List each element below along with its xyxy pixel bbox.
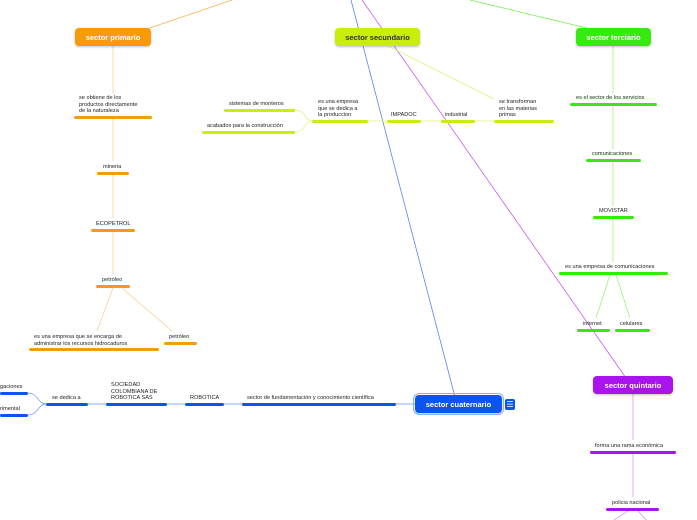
node-label: sector terciario [586, 32, 641, 42]
secundario-definition-underline [312, 120, 368, 123]
node-label: sector cuaternario [425, 399, 492, 409]
cuaternario-dedica[interactable]: se dedica a [52, 395, 81, 401]
primario-definition[interactable]: se obtiene de los productos directamente… [79, 95, 138, 115]
secundario-monteros-underline [224, 109, 295, 112]
quintario-policia-underline [606, 508, 659, 511]
primario-petroleo-2[interactable]: petróleo [169, 334, 190, 340]
primario-mineria-underline [97, 172, 129, 175]
cuaternario-cut-2[interactable]: rimental [0, 406, 20, 412]
menu-icon[interactable]: ☰ [505, 399, 515, 410]
primario-empresa-underline [29, 348, 159, 351]
terciario-movistar-underline [593, 216, 634, 219]
secundario-transforman[interactable]: se transforman en las materias primas [499, 99, 537, 119]
cuaternario-cut-1[interactable]: gaciones [0, 384, 23, 390]
terciario-celulares[interactable]: celulares [620, 321, 643, 327]
primario-empresa[interactable]: es una empresa que se encarga de adminis… [34, 334, 128, 347]
cuaternario-dedica-underline [46, 403, 88, 406]
cuaternario-fundamentacion-underline [242, 403, 396, 406]
terciario-empresa-underline [559, 272, 668, 275]
primario-ecopetrol[interactable]: ECOPETROL [96, 221, 131, 227]
cuaternario-robotica-underline [185, 403, 224, 406]
secundario-impadoc-underline [387, 120, 421, 123]
node-sector-terciario[interactable]: sector terciario [576, 28, 651, 46]
terciario-celulares-underline [615, 329, 650, 332]
primario-petroleo-underline [96, 285, 130, 288]
primario-definition-underline [74, 116, 152, 119]
quintario-rama-underline [590, 451, 676, 454]
terciario-internet-underline [577, 329, 610, 332]
terciario-internet[interactable]: internet [583, 321, 602, 327]
secundario-industrial[interactable]: industrial [445, 112, 468, 118]
terciario-definition-underline [570, 103, 657, 106]
node-sector-cuaternario[interactable]: sector cuaternario [413, 393, 504, 415]
cuaternario-sociedad[interactable]: SOCIEDAD COLOMBIANA DE ROBOTICA SAS [111, 382, 158, 402]
node-label: sector secundario [345, 32, 410, 42]
secundario-impadoc[interactable]: IMPADOC [391, 112, 417, 118]
node-sector-quintario[interactable]: sector quintario [593, 376, 673, 394]
primario-petroleo-2-underline [164, 342, 197, 345]
secundario-definition[interactable]: es una empresa que se dedica a la produc… [318, 99, 359, 119]
secundario-industrial-underline [441, 120, 475, 123]
terciario-empresa[interactable]: es una empresa de comunicaciones [565, 264, 655, 270]
node-sector-secundario[interactable]: sector secundario [335, 28, 420, 46]
node-label: sector primario [85, 32, 141, 42]
secundario-transforman-underline [494, 120, 554, 123]
cuaternario-cut-1-underline [0, 392, 28, 395]
quintario-rama[interactable]: forma una rama económica [595, 443, 664, 449]
terciario-definition[interactable]: es el sector de los servicios [576, 95, 645, 101]
primario-ecopetrol-underline [91, 229, 135, 232]
secundario-acabados[interactable]: acabados para la construcción [207, 123, 283, 129]
cuaternario-robotica[interactable]: ROBOTICA [190, 395, 220, 401]
node-sector-primario[interactable]: sector primario [75, 28, 151, 46]
node-label: sector quintario [604, 380, 662, 390]
primario-mineria[interactable]: mineria [103, 164, 122, 170]
secundario-acabados-underline [202, 131, 295, 134]
secundario-monteros[interactable]: sistemas de monteros [229, 101, 284, 107]
primario-petroleo[interactable]: petróleo [102, 277, 123, 283]
terciario-comunicaciones[interactable]: comunicaciones [592, 151, 633, 157]
terciario-comunicaciones-underline [586, 159, 641, 162]
quintario-policia[interactable]: policia nacional [612, 500, 651, 506]
cuaternario-sociedad-underline [106, 403, 167, 406]
cuaternario-cut-2-underline [0, 414, 28, 417]
terciario-movistar[interactable]: MOVISTAR [599, 208, 628, 214]
cuaternario-fundamentacion[interactable]: sector de fundamentación y conocimiento … [247, 395, 374, 401]
